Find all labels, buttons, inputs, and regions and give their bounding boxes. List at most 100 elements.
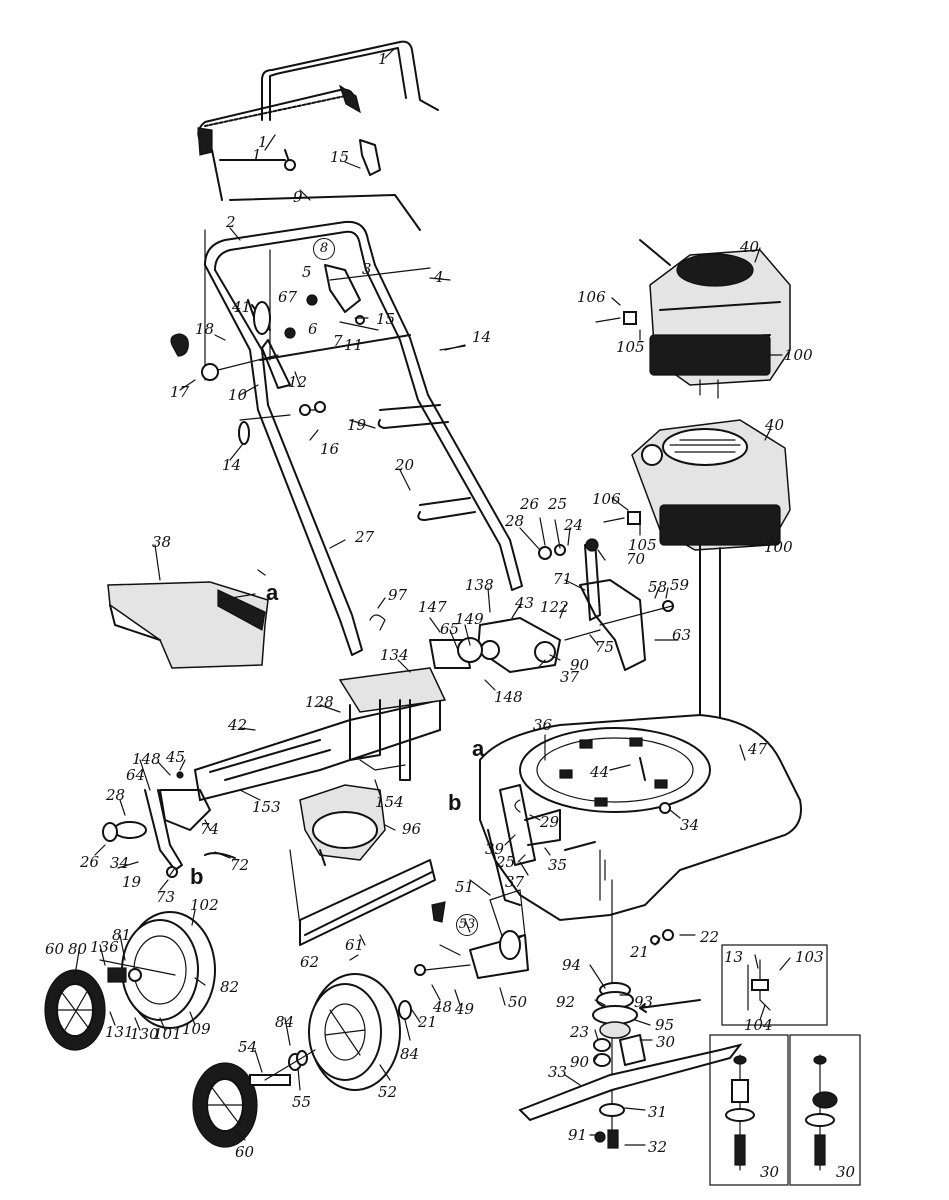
part-label: 54 [238,1038,258,1056]
part-label: 128 [305,693,334,711]
part-label: 136 [90,938,119,956]
part-label: 59 [670,576,690,594]
part-label: 64 [126,766,146,784]
part-label: 11 [344,336,364,354]
part-label: 27 [355,528,375,546]
rear-wheel-drawing [44,911,216,1051]
section-label-b: b [190,864,204,889]
part-label: 60 [235,1143,255,1161]
part-label: 21 [418,1013,438,1031]
part-label: 1 [378,50,388,68]
part-label: 36 [533,716,553,734]
part-label: 95 [655,1016,675,1034]
part-label: 43 [515,594,535,612]
part-label: 131 [105,1023,134,1041]
part-label: 28 [106,786,126,804]
part-label: 109 [182,1020,211,1038]
part-label: 50 [508,993,528,1011]
part-label: 101 [153,1025,182,1043]
part-label: 9 [293,188,303,206]
lower-handle-drawing [170,220,523,656]
part-label: 42 [228,716,248,734]
part-label: 26 [520,495,540,513]
part-label: 14 [472,328,492,346]
part-label: 14 [222,456,242,474]
part-label: 90 [570,1053,590,1071]
part-label: 74 [200,820,220,838]
part-label: 30 [760,1163,780,1181]
part-label: 45 [166,748,186,766]
height-adjuster-drawing [369,538,674,673]
part-label: 22 [700,928,720,946]
part-label: 1 [252,146,262,164]
part-label: 48 [433,998,453,1016]
part-label: 147 [418,598,447,616]
section-label-a: a [266,580,279,605]
part-label: 65 [440,620,460,638]
part-label: 25 [548,495,568,513]
part-label: 102 [190,896,219,914]
part-label: 61 [345,936,365,954]
part-label: 106 [577,288,606,306]
part-label: 63 [672,626,692,644]
part-label: 55 [292,1093,312,1111]
part-label: 39 [485,840,505,858]
part-label: 104 [744,1016,773,1034]
part-label: 100 [784,346,813,364]
part-label: 149 [455,610,484,628]
inset-box-3 [789,1034,861,1186]
part-label: 62 [300,953,320,971]
part-label: 73 [156,888,176,906]
part-label: 81 [112,926,132,944]
part-label: 153 [252,798,281,816]
part-label: 52 [378,1083,398,1101]
part-label: 35 [548,856,568,874]
part-label: 40 [740,238,760,256]
part-label: 29 [540,813,560,831]
part-label: 1 [258,133,268,151]
part-label: 82 [220,978,240,996]
part-label: 70 [626,550,646,568]
part-label: 148 [494,688,523,706]
part-label: 154 [375,793,404,811]
part-label: 33 [548,1063,568,1081]
part-label: 84 [275,1013,295,1031]
circled-label: 53 [456,914,478,936]
part-label: 5 [302,263,312,281]
part-label: 40 [765,416,785,434]
part-label: 58 [648,578,668,596]
part-label: 130 [130,1025,159,1043]
upper-handle-drawing [197,40,439,231]
part-label: 80 [68,940,88,958]
part-label: 7 [333,332,343,350]
part-label: 3 [362,260,372,278]
part-label: 105 [628,536,657,554]
section-label-b: b [448,790,462,815]
part-label: 84 [400,1045,420,1063]
part-label: 91 [568,1126,588,1144]
part-label: 37 [505,873,525,891]
engine-drawing-top [595,239,791,399]
part-label: 19 [122,873,142,891]
part-label: 17 [170,383,190,401]
rear-flap-drawing [289,849,436,946]
part-label: 94 [562,956,582,974]
inset-box-1 [721,944,828,1026]
part-label: 18 [195,320,215,338]
rear-chassis-drawing [102,667,447,878]
part-label: 15 [376,310,396,328]
part-label: 60 [45,940,65,958]
part-label: 44 [590,763,610,781]
part-label: 47 [748,740,768,758]
part-label: 41 [232,298,252,316]
part-label: 30 [836,1163,856,1181]
gear-case-drawing [299,784,386,866]
section-label-a: a [472,736,485,761]
circled-label: 8 [313,238,335,260]
part-label: 96 [402,820,422,838]
part-label: 37 [560,668,580,686]
part-label: 67 [278,288,298,306]
part-label: 20 [395,456,415,474]
part-label: 15 [330,148,350,166]
